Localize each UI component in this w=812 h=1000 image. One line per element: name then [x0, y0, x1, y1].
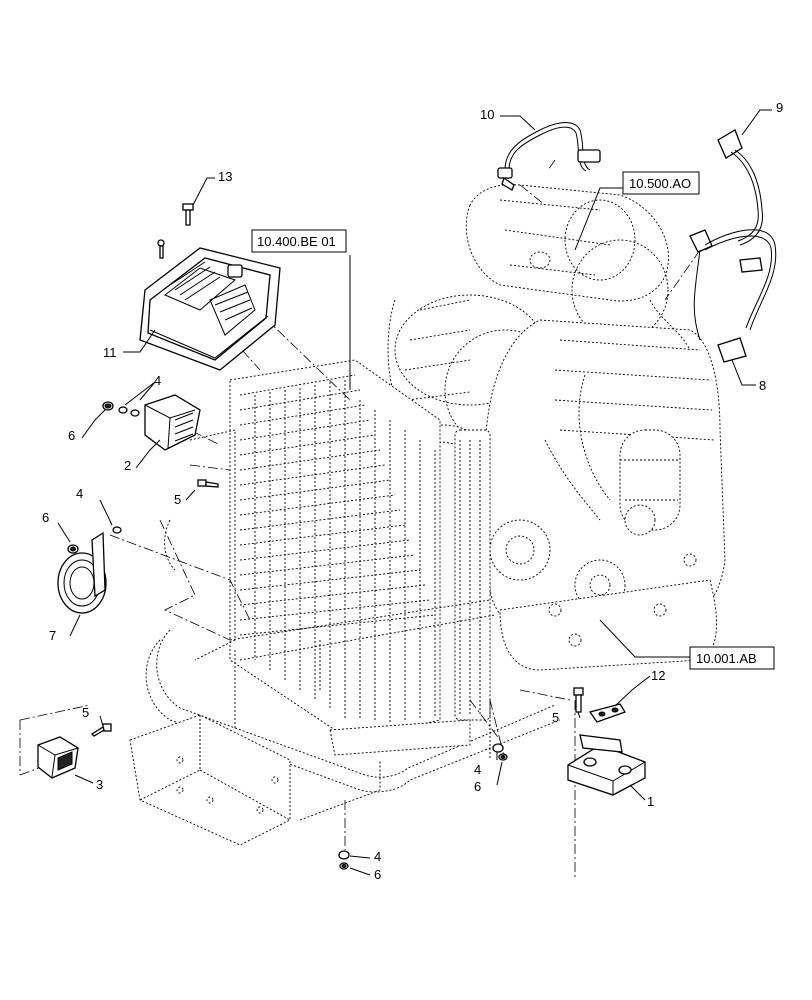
callout-11: 11 [103, 345, 117, 360]
callout-6-bottom: 6 [374, 867, 381, 882]
callout-4-upper: 4 [154, 373, 161, 388]
reference-label-10-400: 10.400.BE 01 [257, 234, 336, 249]
callout-4-bottom: 4 [374, 849, 381, 864]
reference-box-10-001[interactable]: 10.001.AB [689, 646, 775, 670]
engine-control-unit-11 [139, 239, 281, 371]
callout-10: 10 [480, 107, 494, 122]
sensor-harness-10 [497, 122, 601, 191]
fuse-holder-1 [567, 734, 646, 796]
bolt-5-upper [197, 479, 219, 488]
washers-4-6-bottom [338, 850, 350, 870]
fuse-link-12 [588, 703, 626, 723]
relay-2 [144, 394, 201, 451]
relay-3 [37, 736, 79, 779]
callout-2: 2 [124, 458, 131, 473]
callout-4-right: 4 [474, 762, 481, 777]
leader-lines [57, 109, 772, 876]
reference-label-10-500: 10.500.AO [629, 176, 691, 191]
washers-4-6-upper [102, 401, 140, 417]
callout-8: 8 [759, 378, 766, 393]
callout-5-upper: 5 [174, 492, 181, 507]
callout-5-right: 5 [552, 710, 559, 725]
bolt-13 [182, 203, 194, 226]
reference-label-10-001: 10.001.AB [696, 651, 757, 666]
callout-numbers: 13 11 4 6 2 5 4 6 7 5 3 5 12 1 4 6 4 6 1… [42, 100, 783, 882]
callout-12: 12 [651, 668, 665, 683]
callout-7: 7 [49, 628, 56, 643]
reference-box-10-400[interactable]: 10.400.BE 01 [251, 229, 347, 253]
callout-4-horn: 4 [76, 486, 83, 501]
washers-4-6-right [492, 743, 508, 761]
reference-box-10-500[interactable]: 10.500.AO [622, 171, 700, 195]
callout-6-right: 6 [474, 779, 481, 794]
horn-7 [57, 526, 122, 614]
machine-frame [19, 159, 701, 880]
engine-assembly [387, 184, 726, 671]
radiator-cooler [164, 359, 491, 741]
callout-6-upper: 6 [68, 428, 75, 443]
callout-3: 3 [96, 777, 103, 792]
bolt-5-right [573, 687, 584, 713]
reference-boxes: 10.400.BE 01 10.500.AO 10.001.AB [251, 171, 775, 670]
callout-9: 9 [776, 100, 783, 115]
callout-1: 1 [647, 794, 654, 809]
sensor-harness-9-8 [689, 129, 777, 363]
bolt-5-lower [90, 723, 112, 737]
callout-13: 13 [218, 169, 232, 184]
callout-6-horn: 6 [42, 510, 49, 525]
callout-5-lower: 5 [82, 705, 89, 720]
